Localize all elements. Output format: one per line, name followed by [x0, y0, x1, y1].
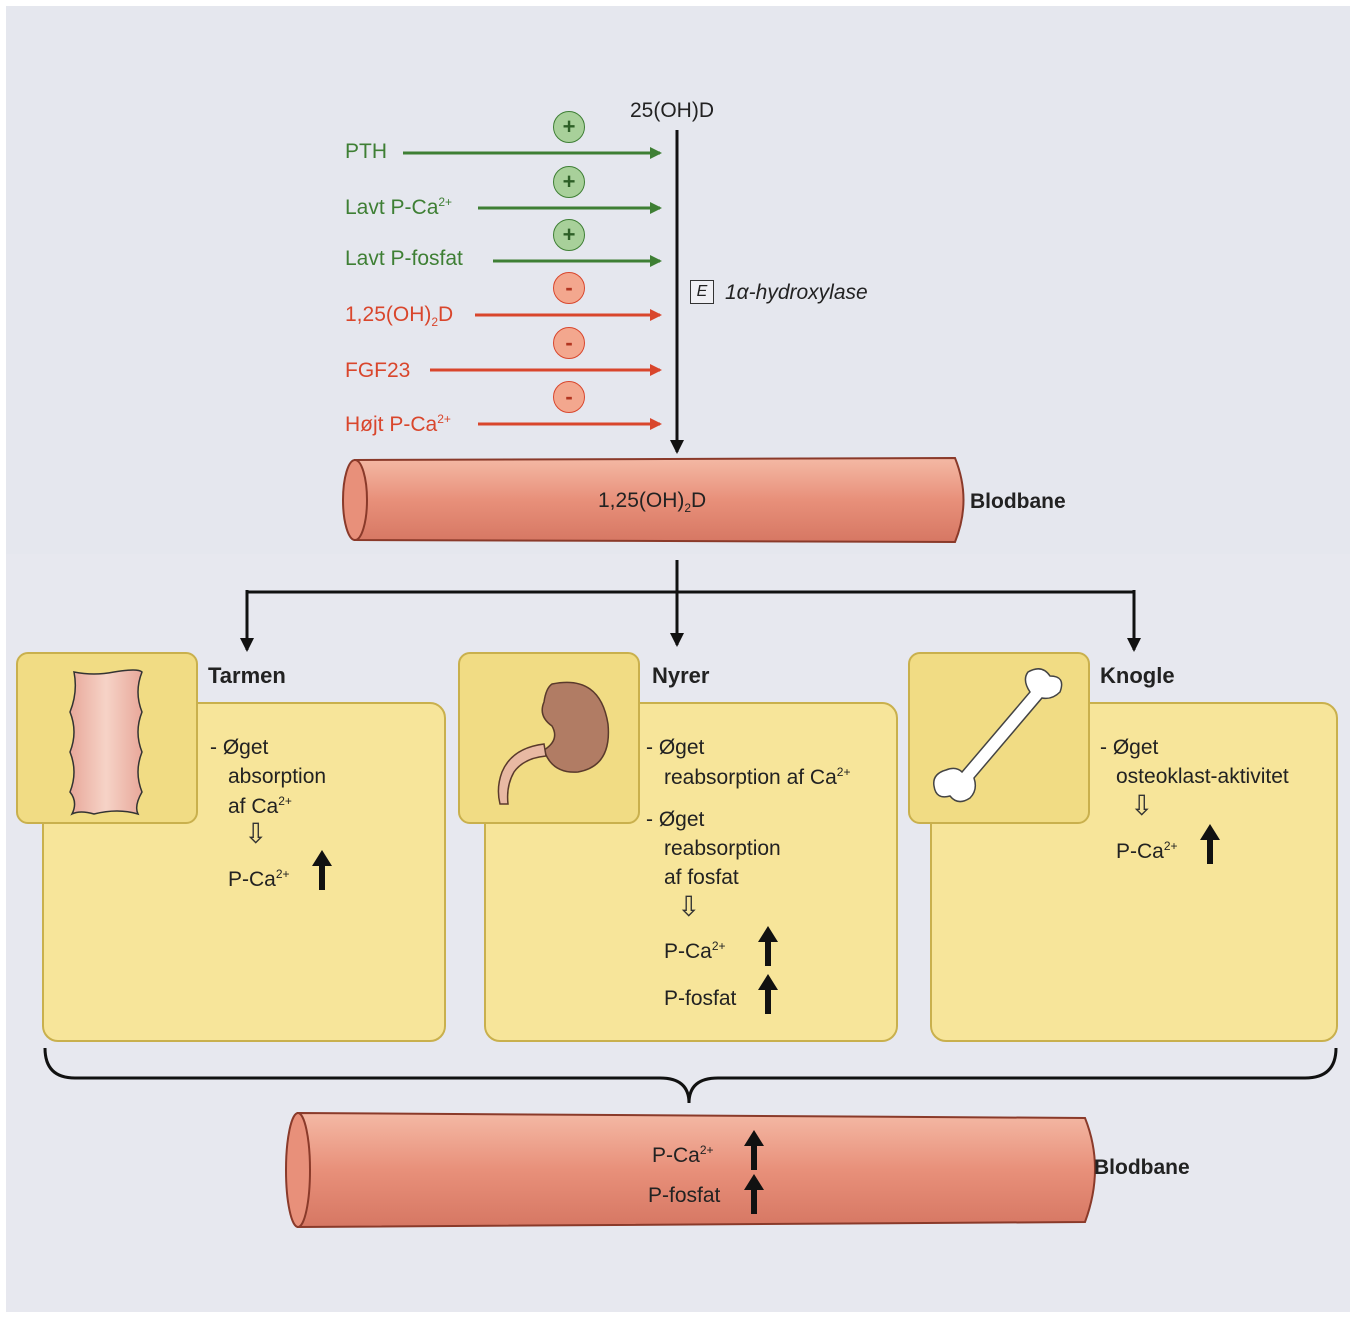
increase-arrow-icon: [744, 1174, 764, 1214]
down-arrow-icon: ⇩: [677, 891, 701, 922]
knogle-icon-box: [908, 652, 1090, 824]
vessel-content-top: 1,25(OH)2D: [598, 489, 707, 516]
nyrer-effect-line3: - Øget: [646, 808, 705, 831]
nyrer-result-fosfat: P-fosfat: [664, 987, 737, 1010]
knogle-effect-line1: - Øget: [1100, 736, 1159, 759]
plus-sign-icon: +: [553, 111, 585, 143]
increase-arrow-icon: [1200, 824, 1220, 864]
tarmen-effect-line3: af Ca2+: [228, 794, 292, 818]
tarmen-title: Tarmen: [208, 663, 286, 688]
inhibitor-fgf23: FGF23: [345, 359, 411, 382]
activator-pth: PTH: [345, 140, 387, 163]
bloodstream-label-bottom: Blodbane: [1094, 1156, 1190, 1179]
tarmen-result: P-Ca2+: [228, 867, 290, 891]
minus-sign-icon: -: [553, 327, 585, 359]
bloodstream-fosfat-level: P-fosfat: [648, 1184, 721, 1207]
tarmen-effect-line1: - Øget: [210, 736, 269, 759]
nyrer-title: Nyrer: [652, 663, 710, 688]
knogle-title: Knogle: [1100, 663, 1175, 688]
down-arrow-icon: ⇩: [1130, 790, 1154, 821]
nyrer-result-ca: P-Ca2+: [664, 939, 726, 963]
nyrer-effect-line2: reabsorption af Ca2+: [664, 765, 851, 789]
nyrer-icon-box: [458, 652, 640, 824]
minus-sign-icon: -: [553, 381, 585, 413]
bloodstream-label-top: Blodbane: [970, 490, 1066, 513]
enzyme-icon: E: [690, 280, 714, 304]
nyrer-effect-line4: reabsorption: [664, 837, 781, 860]
plus-sign-icon: +: [553, 219, 585, 251]
increase-arrow-icon: [758, 926, 778, 966]
knogle-result: P-Ca2+: [1116, 839, 1178, 863]
bloodstream-ca-level: P-Ca2+: [652, 1143, 714, 1167]
tarmen-effect-line2: absorption: [228, 765, 327, 788]
increase-arrow-icon: [744, 1130, 764, 1170]
summary-brace: [43, 1047, 1338, 1104]
nyrer-effect-line1: - Øget: [646, 736, 705, 759]
inhibitor-calcitriol: 1,25(OH)2D: [345, 303, 454, 330]
bloodstream-vessel-bottom: [285, 1111, 1096, 1229]
intestine-icon: [69, 669, 143, 816]
plus-sign-icon: +: [553, 166, 585, 198]
knogle-effect-line2: osteoklast-aktivitet: [1116, 765, 1289, 788]
minus-sign-icon: -: [553, 272, 585, 304]
increase-arrow-icon: [758, 974, 778, 1014]
bloodstream-vessel-top: [342, 456, 965, 544]
enzyme-name: 1α-hydroxylase: [725, 281, 868, 304]
inhibitor-hojt-ca: Højt P-Ca2+: [345, 412, 451, 436]
bone-icon: [933, 668, 1063, 803]
nyrer-effect-line5: af fosfat: [664, 866, 739, 889]
activator-lavt-ca: Lavt P-Ca2+: [345, 195, 453, 219]
increase-arrow-icon: [312, 850, 332, 890]
activator-lavt-fosfat: Lavt P-fosfat: [345, 247, 463, 270]
tarmen-icon-box: [16, 652, 198, 824]
down-arrow-icon: ⇩: [244, 818, 268, 849]
kidney-icon: [497, 681, 610, 805]
substrate-label: 25(OH)D: [630, 99, 715, 122]
